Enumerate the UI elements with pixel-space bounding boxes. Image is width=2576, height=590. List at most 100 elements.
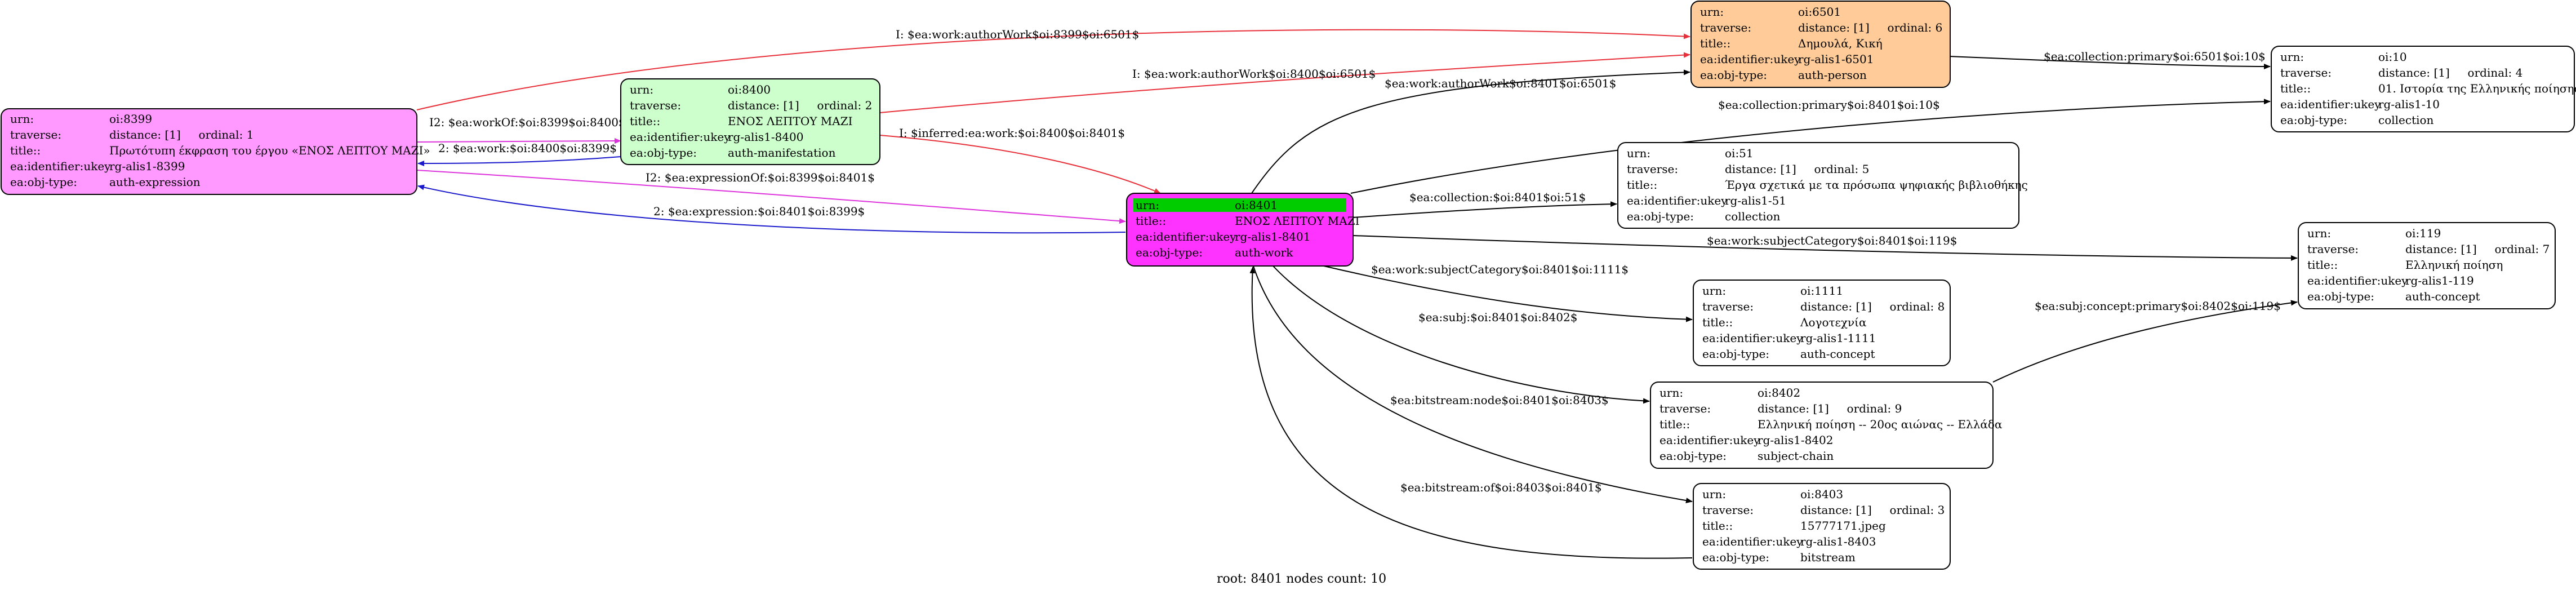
node-key: title:: <box>2280 82 2311 95</box>
node-1111[interactable]: urn: oi:1111 traverse: distance: [1] ord… <box>1693 280 1951 366</box>
node-value: oi:8400 <box>728 83 771 96</box>
node-value: collection <box>2378 113 2434 127</box>
node-box <box>1617 142 2019 229</box>
node-value: oi:8399 <box>109 112 152 126</box>
node-value: rg-alis1-8400 <box>728 130 803 144</box>
edge-label: I: $ea:work:authorWork$oi:8399$oi:6501$ <box>896 28 1139 41</box>
node-value: oi:8402 <box>1758 386 1800 400</box>
node-value: auth-expression <box>109 175 201 189</box>
node-value: auth-concept <box>1800 347 1875 361</box>
node-key: ea:obj-type: <box>1702 347 1769 361</box>
edge-6501-collection-10 <box>1948 56 2271 69</box>
node-value: subject-chain <box>1758 449 1834 463</box>
edge-8400-authorwork-6501 <box>879 52 1690 113</box>
edge-label: $ea:collection:primary$oi:8401$oi:10$ <box>1718 98 1940 112</box>
node-box <box>1693 280 1951 366</box>
node-key: traverse: <box>1700 21 1751 34</box>
node-key: title:: <box>630 114 660 128</box>
node-51[interactable]: urn: oi:51 traverse: distance: [1] ordin… <box>1617 142 2028 229</box>
node-6501[interactable]: urn: oi:6501 traverse: distance: [1] ord… <box>1690 1 1951 88</box>
node-key: urn: <box>2307 227 2331 240</box>
node-value: 01. Ιστορία της Ελληνικής ποίησης <box>2378 82 2576 95</box>
node-key: traverse: <box>1660 402 1711 415</box>
node-key: urn: <box>10 112 34 126</box>
node-8402[interactable]: urn: oi:8402 traverse: distance: [1] ord… <box>1650 381 2002 469</box>
node-key: title:: <box>1136 214 1166 228</box>
edge-label: I2: $ea:expressionOf:$oi:8399$oi:8401$ <box>646 171 875 184</box>
node-key: ea:identifier:ukey <box>2307 274 2408 287</box>
edge-8399-expressionof-8401 <box>416 170 1126 224</box>
edge-label: $ea:collection:$oi:8401$oi:51$ <box>1409 190 1586 204</box>
node-key: urn: <box>1700 5 1724 19</box>
node-value: distance: [1] ordinal: 8 <box>1800 300 1945 313</box>
edge-label: $ea:subj:concept:primary$oi:8402$oi:119$ <box>2035 299 2281 313</box>
edge-8401-subjectcategory-1111 <box>1323 265 1693 322</box>
node-value: distance: [1] ordinal: 5 <box>1725 162 1869 176</box>
edge-8401-subj-8402 <box>1273 265 1650 404</box>
node-value: rg-alis1-8402 <box>1758 433 1833 447</box>
node-8403[interactable]: urn: oi:8403 traverse: distance: [1] ord… <box>1693 483 1951 570</box>
node-8399[interactable]: urn: oi:8399 traverse: distance: [1] ord… <box>1 108 430 195</box>
node-8401-root[interactable]: urn: oi:8401 title:: ΕΝΟΣ ΛΕΠΤΟΥ ΜΑΖΙ ea… <box>1126 193 1360 267</box>
node-value: distance: [1] ordinal: 2 <box>728 99 872 112</box>
edge-8402-concept-119 <box>1992 300 2298 383</box>
node-key: ea:obj-type: <box>1660 449 1727 463</box>
node-box <box>1 108 417 195</box>
node-10[interactable]: urn: oi:10 traverse: distance: [1] ordin… <box>2271 46 2576 132</box>
node-key: traverse: <box>2307 242 2359 256</box>
node-key: ea:obj-type: <box>10 175 77 189</box>
node-key: title:: <box>1702 316 1733 329</box>
node-value: distance: [1] ordinal: 6 <box>1798 21 1942 34</box>
node-box <box>1650 381 1994 469</box>
edge-label: $ea:bitstream:node$oi:8401$oi:8403$ <box>1390 393 1609 407</box>
node-key: ea:identifier:ukey <box>1700 52 1801 66</box>
node-key: title:: <box>2307 258 2338 272</box>
node-key: ea:identifier:ukey <box>1627 194 1728 207</box>
node-119[interactable]: urn: oi:119 traverse: distance: [1] ordi… <box>2298 222 2556 309</box>
node-value: auth-concept <box>2405 290 2480 303</box>
edge-8399-authorwork-6501 <box>416 29 1690 110</box>
node-value: Δημουλά, Κική <box>1798 37 1883 50</box>
node-value: bitstream <box>1800 551 1856 564</box>
node-key: ea:identifier:ukey <box>1702 535 1803 548</box>
node-key: traverse: <box>2280 66 2332 79</box>
edge-label: I: $ea:work:authorWork$oi:8400$oi:6501$ <box>1132 67 1376 81</box>
edge-8400-inferred-8401 <box>879 135 1161 194</box>
node-key: urn: <box>630 83 653 96</box>
node-key: traverse: <box>630 99 681 112</box>
node-value: distance: [1] ordinal: 3 <box>1800 503 1945 517</box>
node-value: rg-alis1-8399 <box>109 159 185 173</box>
node-key: urn: <box>1660 386 1683 400</box>
node-value: ΕΝΟΣ ΛΕΠΤΟΥ ΜΑΖΙ <box>1235 214 1360 228</box>
edge-8401-bitstreamnode-8403 <box>1253 265 1693 504</box>
node-value: rg-alis1-8403 <box>1800 535 1876 548</box>
edge-8401-subjectcategory-119 <box>1352 235 2298 261</box>
node-value: Έργα σχετικά με τα πρόσωπα ψηφιακής βιβλ… <box>1725 178 2028 192</box>
node-value: distance: [1] ordinal: 9 <box>1758 402 1902 415</box>
node-key: urn: <box>1702 487 1726 501</box>
node-value: 15777171.jpeg <box>1800 519 1886 533</box>
node-value: oi:119 <box>2405 227 2441 240</box>
edge-label: $ea:collection:primary$oi:6501$oi:10$ <box>2044 50 2266 63</box>
node-key: ea:identifier:ukey <box>630 130 731 144</box>
node-key: urn: <box>1702 284 1726 298</box>
node-value: Πρωτότυπη έκφραση του έργου «ΕΝΟΣ ΛΕΠΤΟΥ… <box>109 144 430 157</box>
node-8400[interactable]: urn: oi:8400 traverse: distance: [1] ord… <box>620 78 880 165</box>
node-key: ea:identifier:ukey <box>1136 230 1236 243</box>
node-key: urn: <box>1136 198 1159 212</box>
edge-label: $ea:work:subjectCategory$oi:8401$oi:119$ <box>1707 234 1957 247</box>
edge-label: I: $inferred:ea:work:$oi:8400$oi:8401$ <box>899 126 1125 140</box>
node-key: ea:obj-type: <box>1136 246 1203 259</box>
edges: I: $ea:work:authorWork$oi:8399$oi:6501$ … <box>416 28 2298 559</box>
node-value: Ελληνική ποίηση -- 20ος αιώνας -- Ελλάδα <box>1758 418 2002 431</box>
edge-label: $ea:subj:$oi:8401$oi:8402$ <box>1418 310 1577 324</box>
graph-footer: root: 8401 nodes count: 10 <box>1217 572 1386 586</box>
edge-label: $ea:bitstream:of$oi:8403$oi:8401$ <box>1400 481 1602 494</box>
node-value: distance: [1] ordinal: 1 <box>109 128 253 141</box>
node-key: title:: <box>1702 519 1733 533</box>
node-key: ea:identifier:ukey <box>1702 331 1803 345</box>
node-key: title:: <box>1700 37 1730 50</box>
node-value: collection <box>1725 210 1781 223</box>
edge-8403-bitstreamof-8401 <box>1249 267 1693 559</box>
